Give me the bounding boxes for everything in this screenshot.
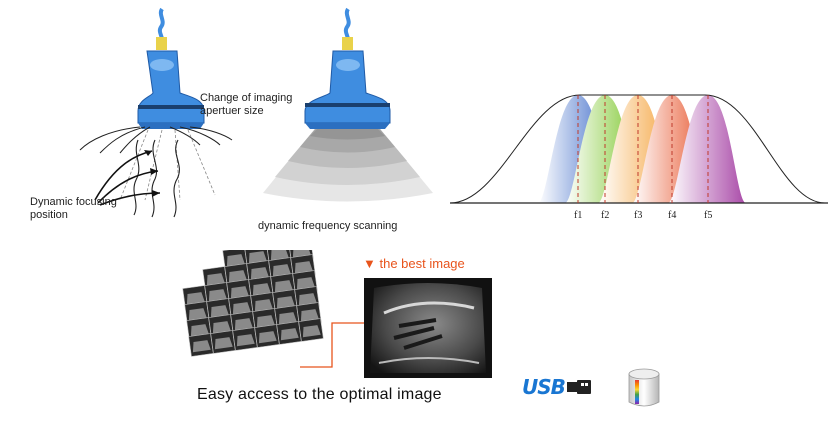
focus-label-line2: position <box>30 209 117 222</box>
usb-plug-icon <box>567 379 593 395</box>
ultrasound-probe-icon-2 <box>305 51 390 129</box>
usb-logo-text: USB <box>522 375 565 399</box>
usb-logo-icon: USB <box>522 375 593 399</box>
frequency-tick-label: f3 <box>634 210 642 221</box>
freq-scan-label: dynamic frequency scanning <box>258 220 397 233</box>
storage-cylinder-icon <box>626 366 662 410</box>
best-ultrasound-image <box>364 278 492 378</box>
frequency-tick-label: f1 <box>574 210 582 221</box>
frequency-scan-diagram <box>255 5 440 210</box>
probe-connector <box>156 37 167 50</box>
frequency-bands <box>538 95 746 203</box>
focus-label: Dynamic focusing position <box>30 196 117 222</box>
frequency-tick-label: f2 <box>601 210 609 221</box>
frequency-band-diagram: f1 f2 f3 f4 f5 <box>450 85 830 230</box>
frequency-tick-label: f4 <box>668 210 676 221</box>
best-image-label: ▼ the best image <box>363 256 465 271</box>
caption-text: Easy access to the optimal image <box>197 386 442 404</box>
focusing-lines <box>80 127 232 153</box>
ultrasound-probe-icon <box>138 51 204 129</box>
focus-label-line1: Dynamic focusing <box>30 196 117 209</box>
frequency-tick-label: f5 <box>704 210 712 221</box>
scan-fan <box>263 129 433 202</box>
